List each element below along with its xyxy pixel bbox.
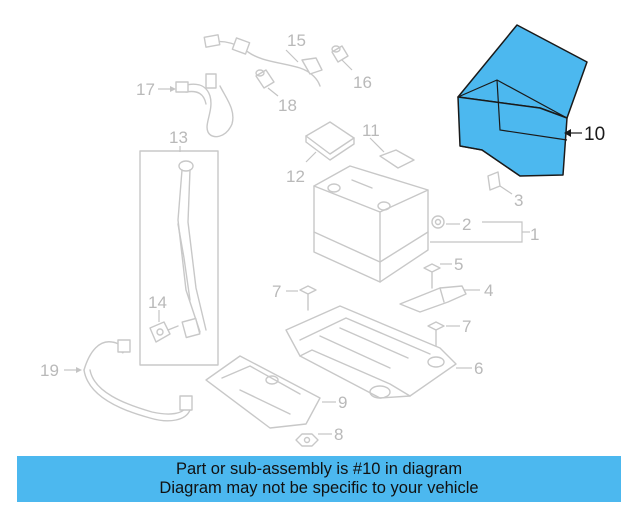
part-4-bracket[interactable]: [399, 285, 467, 313]
part-5-bolt[interactable]: [423, 263, 441, 289]
banner-line-2: Diagram may not be specific to your vehi…: [159, 479, 479, 497]
callout-11[interactable]: 11: [362, 121, 380, 140]
callout-13[interactable]: 13: [169, 128, 188, 147]
part-12-cover[interactable]: [305, 121, 355, 161]
callout-10[interactable]: 10: [584, 124, 605, 145]
part-3-clip[interactable]: [487, 171, 501, 191]
parts-diagram: 10 15 16 17 18 13: [40, 24, 605, 447]
callout-5[interactable]: 5: [454, 255, 463, 274]
part-1-battery[interactable]: [313, 165, 429, 283]
callout-18[interactable]: 18: [278, 96, 297, 115]
part-2-bolt[interactable]: [431, 215, 445, 229]
callout-2[interactable]: 2: [462, 215, 471, 234]
part-8-nut[interactable]: [295, 433, 319, 447]
callout-15[interactable]: 15: [287, 31, 306, 50]
callout-7b[interactable]: 7: [462, 317, 471, 336]
arrow-10: [564, 129, 571, 137]
part-10-battery-cover[interactable]: [457, 24, 588, 177]
callout-12[interactable]: 12: [286, 167, 305, 186]
banner-line-1: Part or sub-assembly is #10 in diagram: [175, 460, 463, 478]
part-7b-bolt[interactable]: [427, 321, 445, 347]
callout-17[interactable]: 17: [136, 80, 155, 99]
part-17-harness[interactable]: [175, 73, 234, 138]
callout-4[interactable]: 4: [484, 281, 493, 300]
part-14-sensor[interactable]: [149, 321, 179, 343]
part-19-battery-cable[interactable]: [83, 339, 193, 422]
part-16-fitting[interactable]: [331, 45, 349, 63]
callout-3[interactable]: 3: [514, 191, 523, 210]
part-7a-bolt[interactable]: [299, 285, 317, 311]
callout-7a[interactable]: 7: [272, 282, 281, 301]
callout-1[interactable]: 1: [530, 225, 539, 244]
callout-9[interactable]: 9: [338, 393, 347, 412]
part-9-base-plate[interactable]: [205, 355, 321, 429]
callout-8[interactable]: 8: [334, 425, 343, 444]
part-15-cable[interactable]: [203, 34, 323, 87]
part-13-cable-assembly[interactable]: [177, 160, 207, 339]
part-18-plug[interactable]: [255, 69, 275, 89]
part-13-frame: [139, 150, 219, 366]
part-6-battery-tray[interactable]: [285, 305, 457, 399]
callout-16[interactable]: 16: [353, 73, 372, 92]
callout-6[interactable]: 6: [474, 359, 483, 378]
part-11-label[interactable]: [379, 149, 415, 169]
info-banner: Part or sub-assembly is #10 in diagram D…: [17, 456, 621, 502]
callout-19[interactable]: 19: [40, 361, 59, 380]
callout-14[interactable]: 14: [148, 293, 167, 312]
